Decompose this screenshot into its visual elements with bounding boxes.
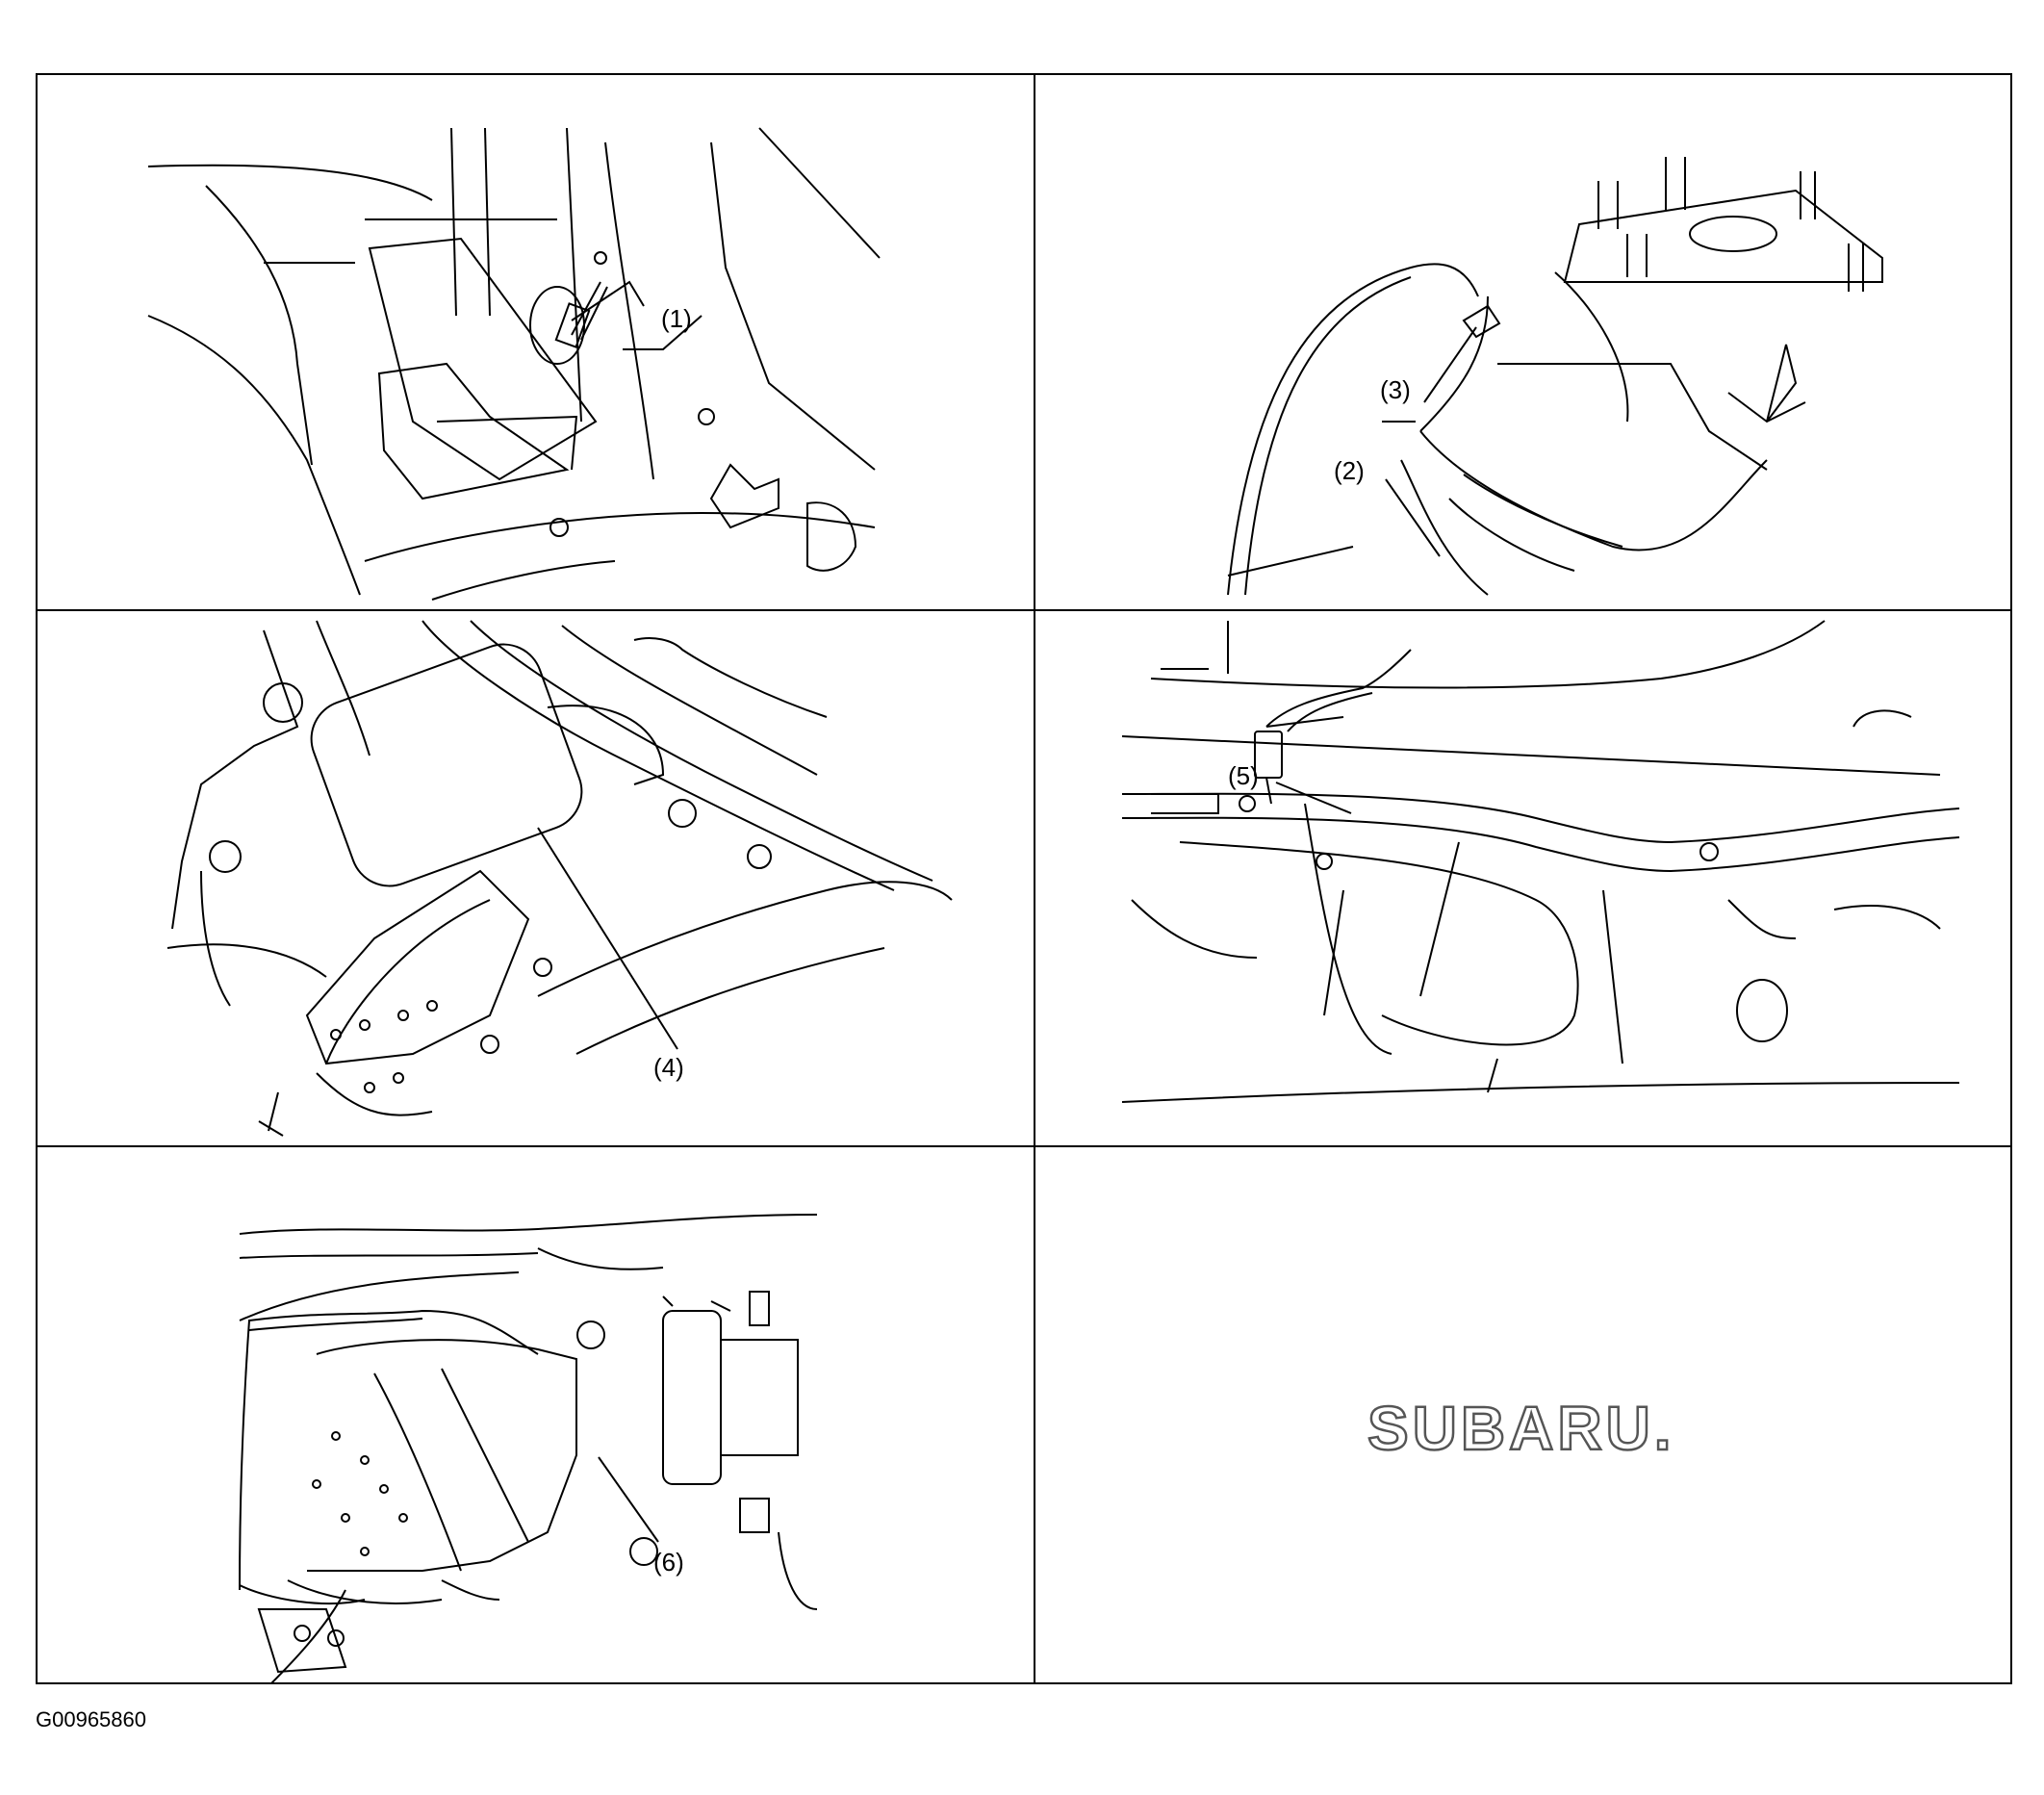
- panel-2-front-pipe-sensor: (3) (2): [1035, 75, 2014, 609]
- panel-3-drawing: [38, 611, 1034, 1145]
- subaru-logo: SUBARU.: [1367, 1394, 1675, 1463]
- panel-4-drawing: [1035, 611, 2014, 1145]
- callout-1: (1): [661, 304, 692, 333]
- diagram-grid: (1): [36, 73, 2012, 1684]
- panel-1-front-oxygen-sensor: (1): [38, 75, 1034, 609]
- figure-code: G00965860: [36, 1707, 146, 1731]
- grid-divider-vertical: [1034, 75, 1035, 1682]
- panel-1-drawing: [38, 75, 1034, 609]
- callout-5: (5): [1228, 761, 1259, 790]
- panel-2-drawing: [1035, 75, 2014, 609]
- panel-5-drawing: [38, 1147, 1034, 1684]
- grid-divider-horizontal-1: [38, 609, 2010, 611]
- panel-5-rear-catalytic-converter: (6): [38, 1147, 1034, 1684]
- grid-divider-horizontal-2: [38, 1145, 2010, 1147]
- panel-4-rear-oxygen-sensor: (5): [1035, 611, 2014, 1145]
- panel-6-logo: SUBARU.: [1035, 1147, 2014, 1684]
- callout-2: (2): [1334, 456, 1365, 485]
- callout-6: (6): [653, 1548, 684, 1577]
- callout-4: (4): [653, 1053, 684, 1082]
- panel-3-catalytic-converter: (4): [38, 611, 1034, 1145]
- callout-3: (3): [1380, 375, 1411, 404]
